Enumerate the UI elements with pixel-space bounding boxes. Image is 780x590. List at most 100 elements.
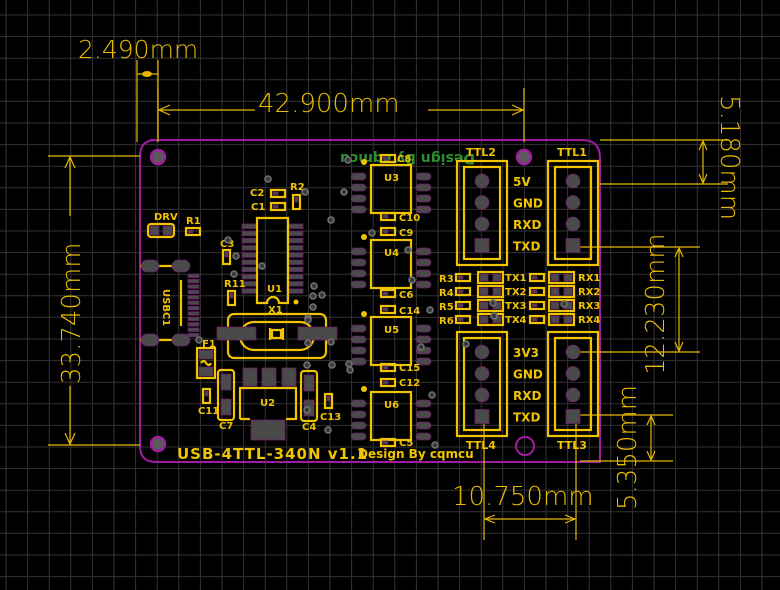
header-outline bbox=[455, 330, 509, 438]
header-ttl3[interactable]: TTL3 bbox=[546, 330, 600, 452]
pad bbox=[415, 410, 432, 419]
via bbox=[304, 339, 312, 347]
pad bbox=[479, 315, 489, 324]
via bbox=[303, 406, 311, 414]
capacitor-c4[interactable]: C4 bbox=[299, 369, 319, 433]
resistor-rx-4[interactable] bbox=[528, 314, 546, 325]
refdes-label: F1 bbox=[202, 339, 216, 350]
pad bbox=[198, 349, 214, 360]
pad bbox=[563, 273, 573, 282]
pad bbox=[479, 273, 489, 282]
pad bbox=[415, 194, 432, 203]
pin1-marker bbox=[293, 299, 299, 305]
capacitor-c1[interactable] bbox=[269, 201, 287, 212]
resistor-rx-1[interactable] bbox=[528, 272, 546, 283]
resistor-rx-2[interactable] bbox=[528, 286, 546, 297]
pad bbox=[224, 251, 229, 258]
part-outline bbox=[476, 298, 505, 313]
ic-u2[interactable]: U2 bbox=[238, 367, 298, 441]
crystal-x1[interactable]: X1 bbox=[216, 305, 338, 360]
fuse-f1[interactable]: F1 bbox=[195, 339, 217, 380]
via bbox=[324, 426, 332, 434]
part-outline bbox=[201, 387, 212, 405]
capacitor-c13[interactable] bbox=[323, 392, 334, 410]
mounting-hole-bl[interactable] bbox=[149, 435, 167, 453]
resistor-r11[interactable] bbox=[226, 289, 237, 307]
part-outline bbox=[226, 289, 237, 307]
part-outline bbox=[454, 286, 472, 297]
pad bbox=[241, 223, 257, 229]
pad bbox=[288, 273, 304, 280]
ic-u4[interactable]: U4 bbox=[350, 234, 432, 290]
capacitor-c14[interactable] bbox=[379, 304, 397, 315]
refdes-label-c14: C14 bbox=[399, 306, 420, 317]
capacitor-c3[interactable] bbox=[221, 248, 232, 266]
pad bbox=[187, 273, 200, 278]
resistor-r2[interactable] bbox=[291, 193, 302, 211]
led-drv[interactable]: DRV bbox=[146, 212, 178, 239]
ic-u1[interactable]: U1 bbox=[241, 216, 304, 305]
usb-connector-usbc1[interactable]: USBC1 bbox=[140, 259, 200, 347]
resistor-r1[interactable] bbox=[184, 226, 202, 237]
capacitor-c2[interactable] bbox=[269, 188, 287, 199]
board-outline[interactable] bbox=[139, 139, 601, 463]
capacitor-c8[interactable] bbox=[379, 153, 397, 164]
capacitor-c6[interactable] bbox=[379, 288, 397, 299]
via bbox=[428, 391, 436, 399]
pad bbox=[550, 301, 560, 310]
dimension-width[interactable]: 42.900mm bbox=[157, 88, 525, 142]
header-ttl1[interactable]: TTL1 bbox=[546, 146, 600, 267]
led-rx3[interactable] bbox=[547, 298, 576, 313]
capacitor-c11[interactable] bbox=[201, 387, 212, 405]
refdes-label-c12: C12 bbox=[399, 378, 420, 389]
led-tx2[interactable] bbox=[476, 284, 505, 299]
pad bbox=[350, 357, 367, 366]
dimension-bottom-offset[interactable]: 5.350mm bbox=[580, 385, 673, 510]
capacitor-c15[interactable] bbox=[379, 362, 397, 373]
dimension-top-offset[interactable]: 5.180mm bbox=[600, 95, 744, 220]
capacitor-c9[interactable] bbox=[379, 226, 397, 237]
dimension-height[interactable]: 33.740mm bbox=[48, 155, 140, 446]
header-inner bbox=[462, 336, 502, 432]
resistor-rx-3[interactable] bbox=[528, 300, 546, 311]
mounting-hole-tr[interactable] bbox=[515, 148, 533, 166]
ic-u6[interactable]: U6 bbox=[350, 386, 432, 442]
capacitor-c5[interactable] bbox=[379, 437, 397, 448]
part-outline bbox=[379, 153, 397, 164]
resistor-r4[interactable] bbox=[454, 286, 472, 297]
resistor-r3[interactable] bbox=[454, 272, 472, 283]
via bbox=[318, 291, 326, 299]
header-inner bbox=[553, 336, 593, 432]
refdes-label-c10: C10 bbox=[399, 213, 420, 224]
led-tx1[interactable] bbox=[476, 270, 505, 285]
capacitor-c12[interactable] bbox=[379, 377, 397, 388]
dimension-header-spacing-v[interactable]: 12.230mm bbox=[580, 233, 700, 375]
resistor-r6[interactable] bbox=[454, 314, 472, 325]
pad bbox=[326, 395, 331, 402]
pad bbox=[241, 230, 257, 237]
dimension-hole-offset[interactable]: 2.490mm bbox=[78, 35, 198, 142]
led-rx2[interactable] bbox=[547, 284, 576, 299]
mounting-hole-tl[interactable] bbox=[149, 148, 167, 166]
header-label: TTL1 bbox=[557, 146, 587, 159]
mounting-hole-br[interactable] bbox=[515, 436, 535, 456]
led-rx4[interactable] bbox=[547, 312, 576, 327]
board-title: USB-4TTL-340N v1.1 bbox=[177, 445, 368, 463]
led-tx3[interactable] bbox=[476, 298, 505, 313]
pad bbox=[350, 183, 367, 192]
resistor-r5[interactable] bbox=[454, 300, 472, 311]
ic-u5[interactable]: U5 bbox=[350, 311, 432, 367]
dimension-header-spacing-h[interactable]: 10.750mm bbox=[452, 420, 594, 540]
pad bbox=[272, 204, 279, 209]
capacitor-c7[interactable]: C7 bbox=[216, 368, 236, 432]
pad bbox=[382, 214, 389, 219]
board-credit: Design By cqmcu bbox=[358, 447, 474, 461]
header-outline bbox=[546, 330, 600, 438]
part-outline bbox=[454, 272, 472, 283]
capacitor-c10[interactable] bbox=[379, 211, 397, 222]
led-rx1[interactable] bbox=[547, 270, 576, 285]
ic-u3[interactable]: U3 bbox=[350, 159, 432, 215]
